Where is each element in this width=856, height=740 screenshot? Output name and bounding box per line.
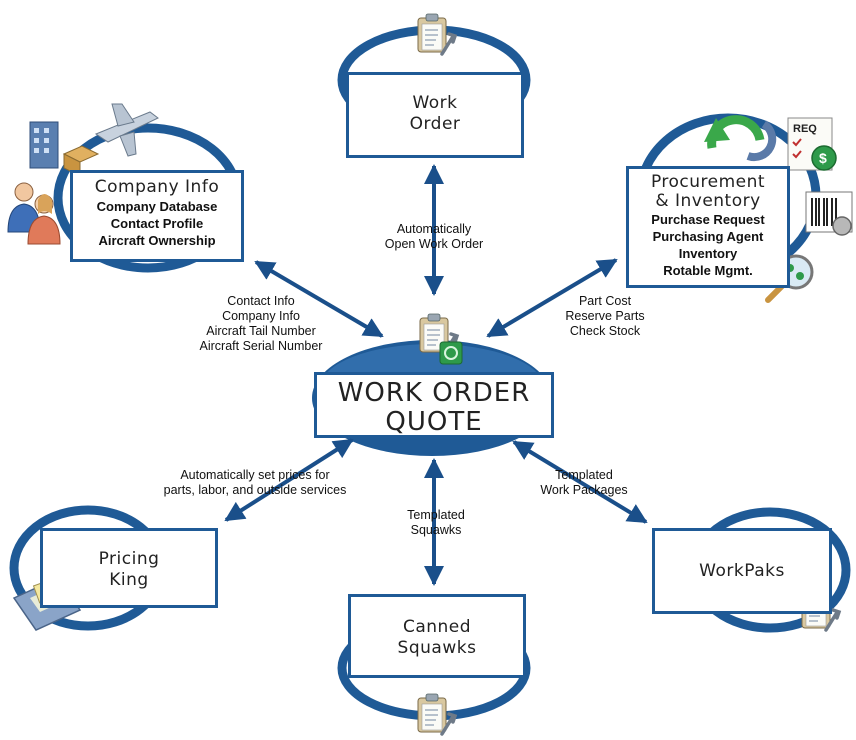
procurement-title-line2: & Inventory — [655, 191, 761, 211]
people-icon — [7, 182, 61, 245]
edge-label-line: Reserve Parts — [565, 309, 645, 323]
work-order-title-line2: Order — [409, 114, 461, 134]
purchase-request-item: Purchase Request — [651, 212, 765, 227]
hub-box: WORK ORDER QUOTE — [314, 372, 554, 438]
edge-label-canned-squawks: Templated Squawks — [376, 508, 496, 538]
pricing-king-title-line2: King — [109, 570, 149, 590]
edge-label-line: Aircraft Tail Number — [206, 324, 316, 338]
svg-text:$: $ — [819, 150, 827, 166]
edge-label-line: Company Info — [222, 309, 300, 323]
workpaks-box: WorkPaks — [652, 528, 832, 614]
company-database-item: Company Database — [96, 199, 218, 214]
edge-label-line: Open Work Order — [384, 237, 484, 251]
edge-label-line: parts, labor, and outside services — [163, 483, 347, 497]
purchasing-agent-item: Purchasing Agent — [652, 229, 764, 244]
airplane-icon — [94, 103, 159, 157]
inventory-item: Inventory — [678, 246, 738, 261]
canned-squawks-title-line2: Squawks — [397, 638, 477, 658]
edge-label-company-info: Contact Info Company Info Aircraft Tail … — [166, 294, 356, 354]
edge-label-line: Work Packages — [540, 483, 628, 497]
rotable-mgmt-item: Rotable Mgmt. — [663, 263, 753, 278]
company-info-title: Company Info — [94, 177, 220, 197]
edge-label-procurement: Part Cost Reserve Parts Check Stock — [540, 294, 670, 339]
procurement-title-line1: Procurement — [650, 172, 766, 192]
clipboard-wrench-icon — [416, 12, 457, 56]
company-info-box: Company Info Company Database Contact Pr… — [70, 170, 244, 262]
edge-label-line: Part Cost — [578, 294, 632, 308]
arrow-procurement — [486, 258, 618, 338]
hub-title-line1: WORK ORDER — [337, 378, 531, 408]
building-icon — [29, 121, 59, 169]
workpaks-title: WorkPaks — [699, 561, 785, 581]
req-label: REQ — [793, 123, 817, 135]
arrow-pricing — [224, 438, 354, 522]
req-checklist-icon: REQ $ — [787, 117, 837, 171]
clipboard-wrench-icon — [416, 692, 457, 736]
work-order-box: Work Order — [346, 72, 524, 158]
canned-squawks-title-line1: Canned — [402, 617, 472, 637]
green-cycle-arrow-icon — [704, 115, 777, 162]
edge-label-line: Templated — [407, 508, 465, 522]
hub-title-line2: QUOTE — [385, 407, 483, 437]
arrow-company-info — [254, 260, 384, 338]
barcode-icon — [805, 191, 853, 236]
pricing-king-title-line1: Pricing — [98, 549, 160, 569]
aircraft-ownership-item: Aircraft Ownership — [98, 233, 216, 248]
edge-label-line: Check Stock — [569, 324, 641, 338]
edge-label-line: Templated — [555, 468, 613, 482]
edge-label-line: Aircraft Serial Number — [199, 339, 323, 353]
hub-green-badge — [439, 341, 463, 365]
edge-label-workpaks: Templated Work Packages — [514, 468, 654, 498]
edge-label-pricing: Automatically set prices for parts, labo… — [120, 468, 390, 498]
edge-label-line: Automatically — [396, 222, 472, 236]
edge-label-work-order: Automatically Open Work Order — [368, 222, 500, 252]
canned-squawks-box: Canned Squawks — [348, 594, 526, 678]
edge-label-line: Contact Info — [227, 294, 295, 308]
procurement-box: Procurement & Inventory Purchase Request… — [626, 166, 790, 288]
arrow-workpaks — [512, 440, 648, 524]
contact-profile-item: Contact Profile — [110, 216, 204, 231]
pricing-king-box: Pricing King — [40, 528, 218, 608]
work-order-title-line1: Work — [412, 93, 458, 113]
edge-label-line: Automatically set prices for — [180, 468, 330, 482]
edge-label-line: Squawks — [410, 523, 462, 537]
